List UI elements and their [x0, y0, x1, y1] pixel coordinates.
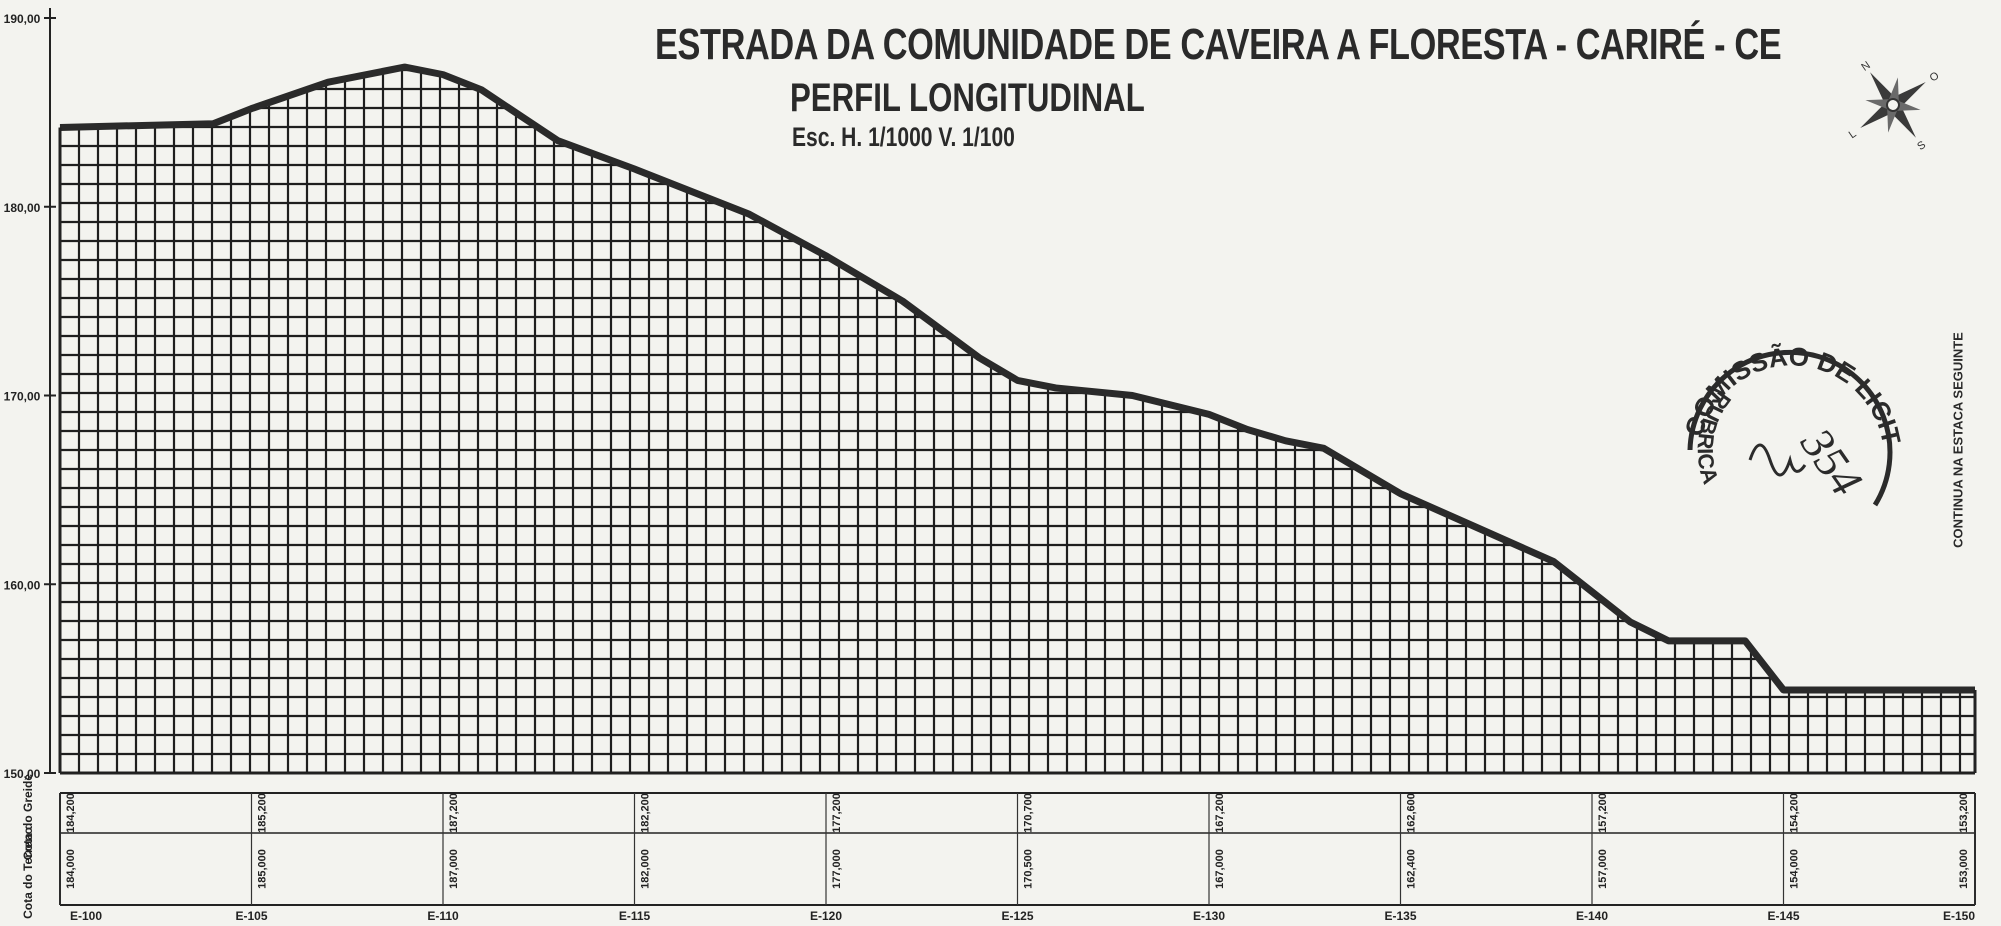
station-label: E-150	[1943, 909, 1975, 923]
station-label: E-110	[427, 909, 459, 923]
station-label: E-125	[1001, 909, 1033, 923]
grade-elevation-label: 170,700	[1023, 793, 1035, 833]
drawing-scale: Esc. H. 1/1000 V. 1/100	[792, 122, 1015, 152]
compass-rose-icon: N S L O	[1847, 59, 1942, 153]
compass-letter-n: N	[1859, 59, 1872, 73]
terrain-elevation-label: 177,000	[831, 849, 843, 889]
y-tick-label: 160,00	[4, 578, 41, 592]
profile-line	[59, 63, 1975, 694]
y-tick-label: 180,00	[4, 201, 41, 215]
terrain-elevation-label: 187,000	[448, 849, 460, 889]
station-label: E-135	[1384, 909, 1416, 923]
compass-letter-o: O	[1928, 70, 1942, 85]
grade-elevation-label: 167,200	[1214, 793, 1226, 833]
grade-elevation-label: 154,200	[1789, 793, 1801, 833]
continuation-note: CONTINUA NA ESTACA SEGUINTE	[1950, 332, 1966, 548]
grade-elevation-label: 185,200	[257, 793, 269, 833]
terrain-elevation-label: 153,000	[1958, 849, 1970, 889]
y-tick-label: 170,00	[4, 390, 41, 404]
terrain-elevation-label: 170,500	[1023, 849, 1035, 889]
station-label: E-130	[1193, 909, 1225, 923]
stamp-number: 354	[1791, 418, 1873, 505]
terrain-elevation-label: 185,000	[257, 849, 269, 889]
grade-elevation-label: 184,200	[65, 793, 77, 833]
grade-elevation-label: 157,200	[1597, 793, 1609, 833]
terrain-elevation-label: 154,000	[1789, 849, 1801, 889]
y-tick-label: 190,00	[4, 12, 41, 26]
terrain-elevation-label: 184,000	[65, 849, 77, 889]
grade-elevation-label: 153,200	[1958, 793, 1970, 833]
terrain-elevation-label: 182,000	[640, 849, 652, 889]
approval-stamp: COMISSÃO DE LICITAÇÃO RUBRICA 354	[1660, 330, 1907, 507]
station-label: E-115	[619, 909, 651, 923]
drawing-title: ESTRADA DA COMUNIDADE DE CAVEIRA A FLORE…	[655, 20, 1782, 69]
row-label-terrain: Cota do Terreno	[21, 827, 35, 919]
compass-letter-l: L	[1847, 128, 1859, 141]
row-label-grade: Cota do Greide	[21, 774, 35, 860]
signature-mark	[1748, 443, 1807, 477]
terrain-elevation-label: 162,400	[1406, 849, 1418, 889]
compass-letter-s: S	[1915, 139, 1928, 153]
y-axis: 150,00 160,00 170,00 180,00 190,00	[4, 8, 56, 781]
station-label: E-120	[810, 909, 842, 923]
grade-elevation-label: 182,200	[640, 793, 652, 833]
grade-elevation-label: 162,600	[1406, 793, 1418, 833]
station-label: E-105	[235, 909, 267, 923]
terrain-elevation-label: 157,000	[1597, 849, 1609, 889]
terrain-elevation-label: 167,000	[1214, 849, 1226, 889]
grade-elevation-label: 187,200	[448, 793, 460, 833]
station-label: E-145	[1767, 909, 1799, 923]
station-label: E-100	[70, 909, 102, 923]
station-label: E-140	[1576, 909, 1608, 923]
drawing-subtitle: PERFIL LONGITUDINAL	[790, 76, 1145, 120]
profile-series	[58, 63, 1977, 773]
grade-elevation-label: 177,200	[831, 793, 843, 833]
y-tick-label: 150,00	[4, 767, 41, 781]
